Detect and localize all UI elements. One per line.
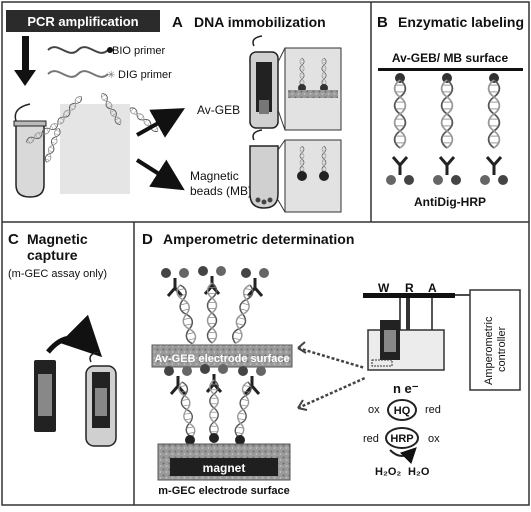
panel-c-title-line2: capture xyxy=(27,247,78,263)
dashed-arrow-lower xyxy=(297,376,366,410)
dig-primer-label: DIG primer xyxy=(118,69,172,81)
h2o-label: H₂O xyxy=(408,466,430,478)
red-label-1: red xyxy=(425,404,441,416)
hq-label: HQ xyxy=(394,405,411,417)
electrode-w-label: W xyxy=(378,281,390,295)
svg-text:✳: ✳ xyxy=(107,70,115,81)
labeled-dna-strands xyxy=(384,73,510,187)
magnet-bar xyxy=(170,458,278,476)
avgeb-label: Av-GEB xyxy=(197,103,240,117)
pcr-title-box xyxy=(6,10,160,32)
panel-b-letter: B xyxy=(377,14,388,31)
panel-a-title: DNA immobilization xyxy=(194,14,326,30)
electrochemical-cell: W R A xyxy=(363,281,475,371)
surface-label: Av-GEB/ MB surface xyxy=(392,51,509,65)
ox-label-2: ox xyxy=(428,433,440,445)
panel-d-letter: D xyxy=(142,231,153,248)
mb-label-line1: Magnetic xyxy=(190,169,239,183)
bio-primer-strand xyxy=(47,46,109,54)
red-label-2: red xyxy=(363,433,379,445)
avgeb-electrode xyxy=(249,35,279,129)
arrow-to-mb xyxy=(135,158,185,191)
hq-cycle xyxy=(387,399,417,421)
panel-c-note: (m-GEC assay only) xyxy=(8,268,107,280)
panel-a-letter: A xyxy=(172,14,183,31)
panel-b-title: Enzymatic labeling xyxy=(398,14,524,30)
magnet-label: magnet xyxy=(203,461,246,475)
panel-b: B Enzymatic labeling Av-GEB/ MB surface … xyxy=(377,14,524,209)
electrode-a-label: A xyxy=(428,281,437,295)
mb-label-line2: beads (MB) xyxy=(190,184,252,198)
antidig-label: AntiDig-HRP xyxy=(414,195,486,209)
controller-label-line2: controller xyxy=(496,326,508,372)
magnet-after xyxy=(85,351,117,447)
pcr-products-box xyxy=(60,104,130,194)
dashed-arrow-upper xyxy=(297,346,366,370)
pcr-section: PCR amplification BIO primer ✳ DIG prime… xyxy=(6,10,172,86)
ox-label-1: ox xyxy=(368,404,380,416)
pcr-title: PCR amplification xyxy=(27,14,138,29)
dig-primer-strand xyxy=(47,70,109,78)
hrp-label: HRP xyxy=(390,433,413,445)
controller-label-line1: Amperometric xyxy=(483,316,495,385)
h2o2-label: H₂O₂ xyxy=(375,466,401,478)
arrow-to-avgeb xyxy=(136,108,185,138)
capture-arrow xyxy=(46,314,103,358)
bio-primer-label: BIO primer xyxy=(112,45,166,57)
panel-a: A DNA immobilization Av-GEB Magnetic bea… xyxy=(172,14,342,213)
mgec-surface-label: m-GEC electrode surface xyxy=(158,485,289,497)
avgeb-surface-label: Av-GEB electrode surface xyxy=(154,353,289,365)
mb-zoom-box xyxy=(284,139,342,213)
panel-c: C Magnetic capture (m-GEC assay only) xyxy=(8,231,117,447)
electrode-r-label: R xyxy=(405,281,414,295)
amperometric-controller xyxy=(469,289,521,391)
panel-c-title-line1: Magnetic xyxy=(27,231,88,247)
mgec-electrode-strands xyxy=(162,362,268,445)
avgeb-electrode-strands xyxy=(159,264,271,346)
panel-d-title: Amperometric determination xyxy=(163,231,354,247)
pcr-down-arrow-shaft xyxy=(22,36,29,72)
electrons-label: n e⁻ xyxy=(393,381,419,396)
panel-c-letter: C xyxy=(8,231,19,248)
avgeb-zoom-box xyxy=(284,47,342,131)
panel-d: D Amperometric determination Av-GEB elec… xyxy=(142,231,521,497)
magnet-before xyxy=(34,360,56,432)
pcr-tube xyxy=(13,103,47,198)
mb-tube xyxy=(249,129,279,209)
pcr-down-arrow-head xyxy=(14,70,36,86)
surface-line xyxy=(378,68,523,71)
